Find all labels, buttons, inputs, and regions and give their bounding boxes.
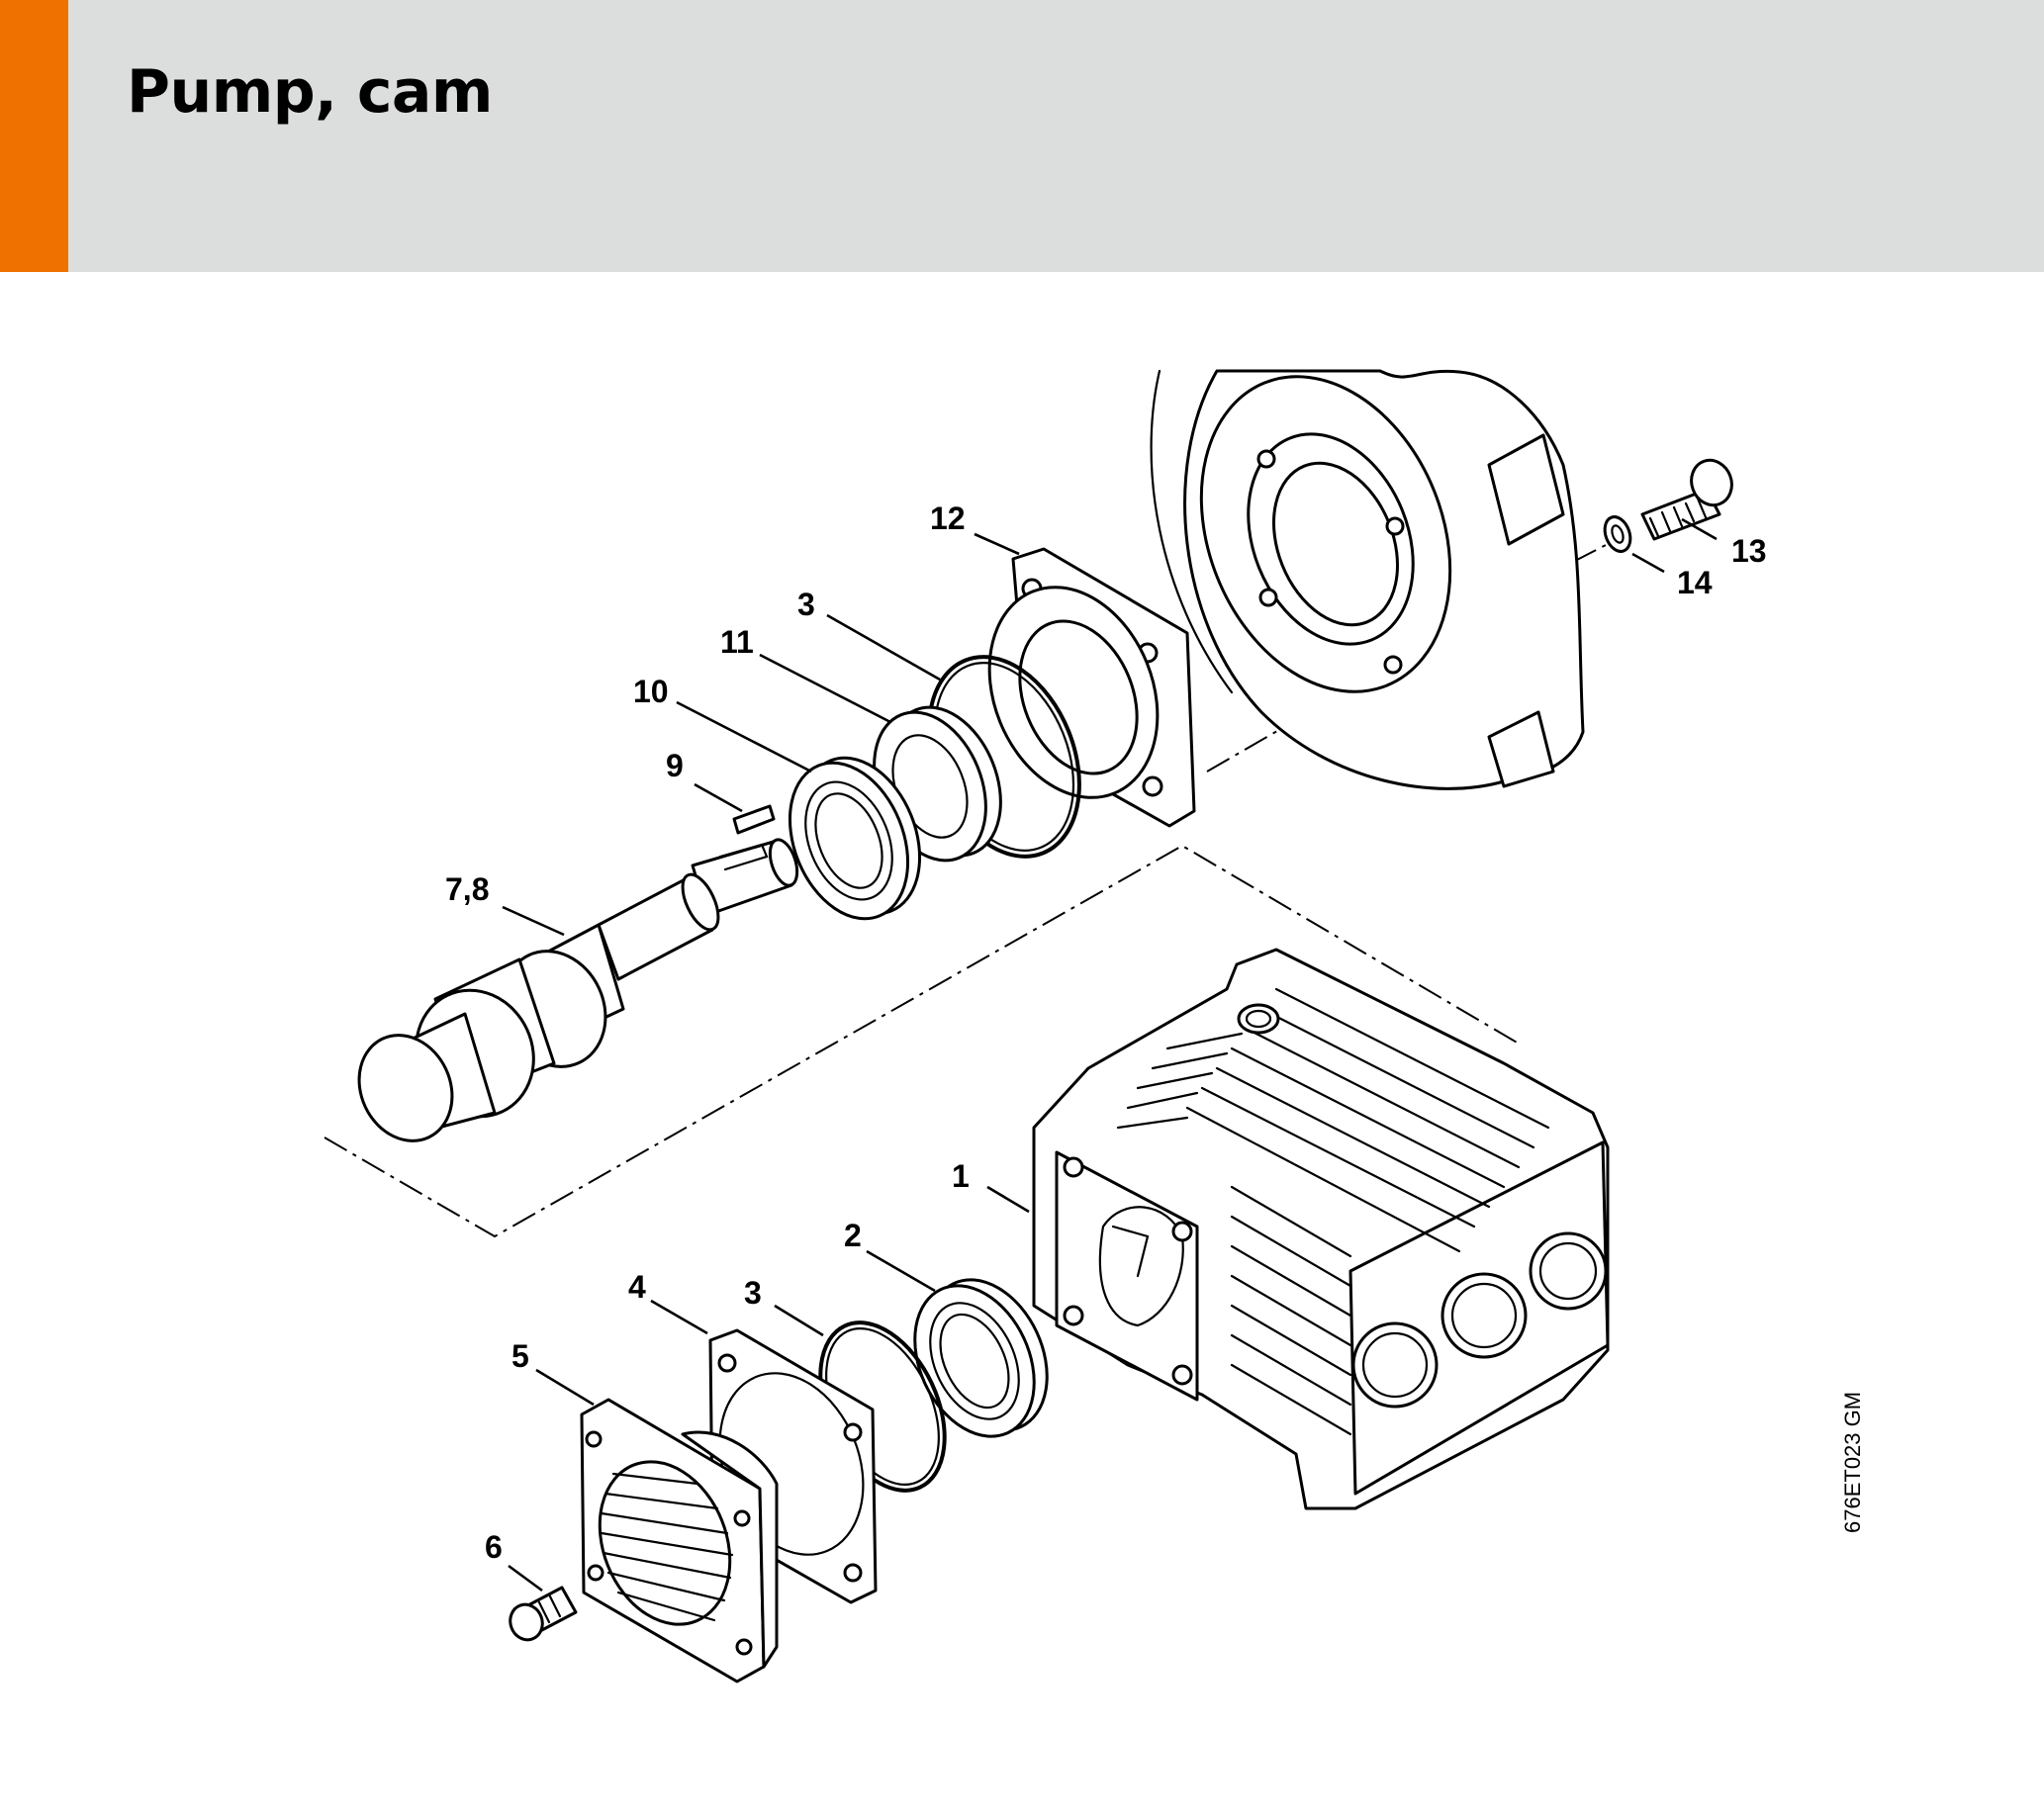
accent-bar xyxy=(0,0,68,272)
callout-2: 2 xyxy=(844,1218,862,1253)
bearing-10 xyxy=(788,756,922,921)
header-band xyxy=(0,0,2044,272)
callout-4: 4 xyxy=(628,1269,646,1305)
callout-1: 1 xyxy=(952,1158,970,1194)
callout-3-lower: 3 xyxy=(744,1275,762,1311)
callout-13: 13 xyxy=(1731,533,1767,569)
callout-10: 10 xyxy=(633,674,669,709)
callout-6: 6 xyxy=(485,1529,503,1565)
callout-5: 5 xyxy=(511,1338,529,1374)
callout-9: 9 xyxy=(666,748,684,783)
bearing-2 xyxy=(913,1278,1049,1438)
callout-leaders xyxy=(502,517,1718,1592)
bolt-13 xyxy=(1640,458,1733,541)
housing-cover xyxy=(1150,369,1585,790)
callout-12: 12 xyxy=(930,500,966,536)
washer-14 xyxy=(1603,515,1632,553)
assembly-line-bolt xyxy=(1572,543,1609,563)
page-title: Pump, cam xyxy=(127,57,493,127)
callout-11: 11 xyxy=(720,624,754,660)
drawing-code: 676ET023 GM xyxy=(1840,1391,1865,1533)
key-9 xyxy=(732,804,776,835)
pump-body-1 xyxy=(1032,948,1610,1510)
screw-6 xyxy=(509,1586,578,1642)
callout-3-upper: 3 xyxy=(797,587,815,622)
cover-5 xyxy=(580,1398,779,1684)
cam-shaft-7-8 xyxy=(357,838,799,1142)
flange-12 xyxy=(987,547,1196,828)
assembly-line-shaft xyxy=(324,844,1520,1238)
callout-labels: 1 2 3 3 4 5 6 7,8 9 10 11 12 13 14 xyxy=(445,500,1767,1565)
callout-14: 14 xyxy=(1677,565,1713,600)
callout-7-8: 7,8 xyxy=(445,871,489,907)
